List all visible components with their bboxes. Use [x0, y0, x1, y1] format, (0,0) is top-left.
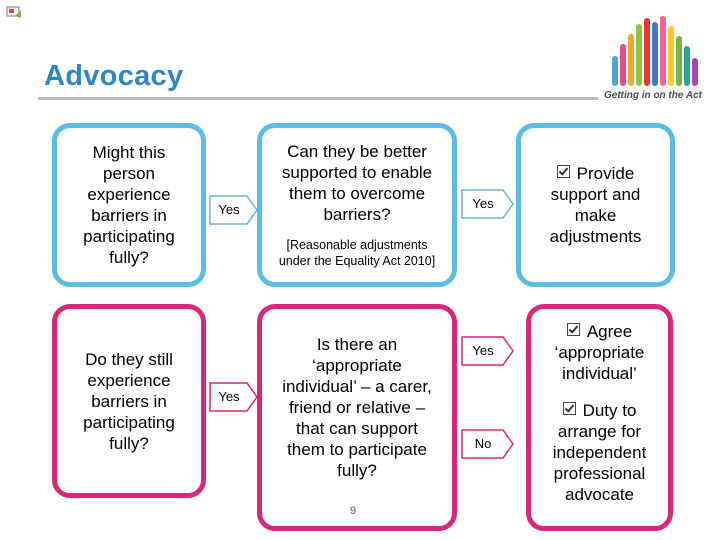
- outcome-provide: Provide support and make adjustments: [521, 163, 670, 247]
- question-text: Can they be better supported to enable t…: [281, 142, 433, 224]
- arrow-yes-left-top: Yes: [209, 193, 259, 227]
- question-box-appropriate-individual: Is there an ‘appropriate individual’ – a…: [257, 304, 457, 531]
- arrow-label: Yes: [472, 343, 494, 358]
- outcome-provide-text: Provide support and make adjustments: [549, 164, 642, 246]
- arrow-label: Yes: [218, 202, 240, 217]
- arrow-label: Yes: [218, 389, 240, 404]
- outcome-duty: Duty to arrange for independent professi…: [531, 400, 668, 505]
- outcome-box-agree-individual: Agree ‘appropriate individual’ Duty to a…: [526, 304, 673, 531]
- question-text: Do they still experience barriers in par…: [83, 349, 175, 453]
- arrow-yes-right-top: Yes: [461, 187, 515, 221]
- checkbox-icon: [566, 323, 580, 336]
- question-box-better-support: Can they be better supported to enable t…: [257, 123, 457, 287]
- question-text: Is there an ‘appropriate individual’ – a…: [282, 335, 432, 480]
- arrow-label: No: [474, 436, 492, 451]
- hands-logo-icon: [606, 14, 714, 97]
- question-box-still-barriers: Do they still experience barriers in par…: [52, 304, 206, 498]
- arrow-label: Yes: [472, 196, 494, 211]
- outcome-agree: Agree ‘appropriate individual’: [531, 321, 668, 384]
- question-box-barriers: Might this person experience barriers in…: [52, 123, 206, 287]
- page-number: 9: [350, 505, 357, 517]
- checkbox-icon: [562, 402, 576, 415]
- arrow-yes-right-mid: Yes: [461, 334, 515, 368]
- arrow-yes-left-bottom: Yes: [209, 380, 259, 414]
- outcome-agree-text: Agree ‘appropriate individual’: [554, 322, 645, 383]
- equality-act-note: [Reasonable adjustments under the Equali…: [278, 238, 436, 268]
- title-divider: [38, 97, 598, 100]
- page-title: Advocacy: [44, 60, 184, 92]
- presentation-icon: [6, 4, 22, 25]
- question-text: Might this person experience barriers in…: [83, 143, 175, 267]
- outcome-duty-text: Duty to arrange for independent professi…: [552, 401, 647, 504]
- checkbox-icon: [556, 165, 570, 178]
- outcome-box-provide-support: Provide support and make adjustments: [516, 123, 675, 287]
- arrow-no-right-bottom: No: [461, 427, 515, 461]
- logo-caption: Getting in on the Act: [604, 90, 702, 101]
